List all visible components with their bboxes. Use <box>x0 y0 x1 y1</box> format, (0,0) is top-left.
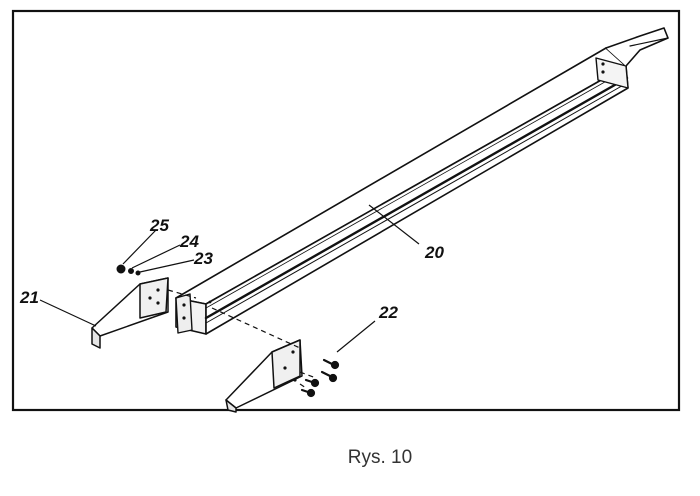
assembly-lines <box>167 289 317 389</box>
callout-21: 21 <box>19 288 39 307</box>
small-parts-23-25 <box>116 264 141 276</box>
figure-caption: Rys. 10 <box>347 447 413 468</box>
callout-22: 22 <box>378 303 398 322</box>
leader-lines <box>39 204 420 353</box>
beam-part-20 <box>175 27 669 335</box>
callout-24: 24 <box>179 232 199 251</box>
callout-20: 20 <box>424 243 444 262</box>
bolts-part-22 <box>300 358 340 398</box>
figure-frame <box>11 9 681 412</box>
callout-23: 23 <box>193 249 213 268</box>
bracket-lower <box>225 339 303 413</box>
bracket-part-21 <box>91 277 169 349</box>
callout-25: 25 <box>149 216 169 235</box>
